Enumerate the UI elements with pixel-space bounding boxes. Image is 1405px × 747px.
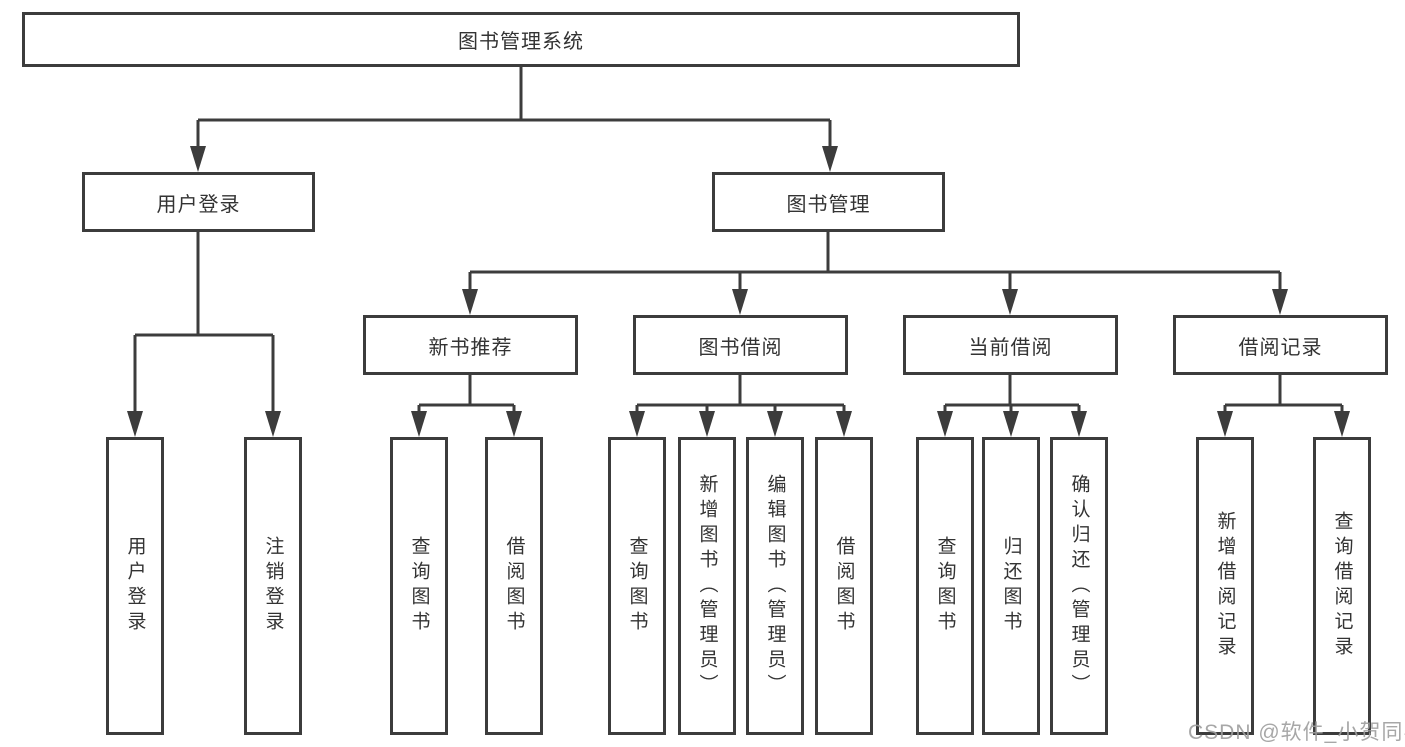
leaf-borrow-edit-books-admin: 编辑图书（管理员） [746, 437, 804, 735]
node-new-book-recommendation: 新书推荐 [363, 315, 578, 375]
leaf-borrow-add-books-admin: 新增图书（管理员） [678, 437, 736, 735]
leaf-recommend-query-books: 查询图书 [390, 437, 448, 735]
leaf-current-return-books: 归还图书 [982, 437, 1040, 735]
leaf-borrow-query-books: 查询图书 [608, 437, 666, 735]
node-borrowing-records: 借阅记录 [1173, 315, 1388, 375]
csdn-watermark: CSDN @软件_小贺同学 [1188, 721, 1405, 744]
node-current-borrowing: 当前借阅 [903, 315, 1118, 375]
leaf-records-add-record: 新增借阅记录 [1196, 437, 1254, 735]
leaf-records-query-record: 查询借阅记录 [1313, 437, 1371, 735]
leaf-borrow-borrow-books: 借阅图书 [815, 437, 873, 735]
node-library-management-system: 图书管理系统 [22, 12, 1020, 67]
leaf-recommend-borrow-books: 借阅图书 [485, 437, 543, 735]
node-book-borrowing: 图书借阅 [633, 315, 848, 375]
leaf-current-confirm-return-admin: 确认归还（管理员） [1050, 437, 1108, 735]
node-book-management: 图书管理 [712, 172, 945, 232]
leaf-logout: 注销登录 [244, 437, 302, 735]
leaf-user-login: 用户登录 [106, 437, 164, 735]
leaf-current-query-books: 查询图书 [916, 437, 974, 735]
node-user-login: 用户登录 [82, 172, 315, 232]
